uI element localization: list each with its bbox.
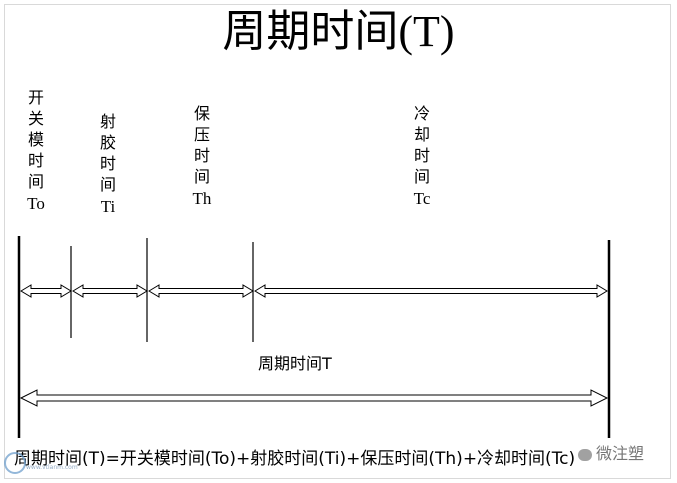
phase-label-open-close: 开关模时间 To (22, 88, 50, 214)
phase-code: Ti (100, 197, 116, 216)
watermark-site-url: www.vtlanm.com (26, 464, 78, 471)
arrow-injection (72, 284, 148, 298)
cycle-time-label: 周期时间T (258, 354, 332, 373)
wechat-icon (578, 448, 592, 461)
phase-code: Tc (413, 189, 431, 208)
phase-label-injection: 射胶时间 Ti (94, 112, 122, 217)
phase-name: 保压时间 (194, 106, 211, 186)
phase-name: 射胶时间 (100, 114, 117, 194)
phase-code: To (27, 194, 45, 213)
arrow-total-cycle (19, 389, 609, 407)
arrow-holding (148, 284, 254, 298)
diagram-title: 周期时间(T) (222, 7, 455, 56)
watermark-brand: 微注塑 (578, 440, 644, 464)
image-frame (4, 4, 671, 479)
arrow-open-close (20, 284, 72, 298)
phase-label-holding: 保压时间 Th (188, 104, 216, 209)
phase-name: 开关模时间 (28, 90, 45, 191)
arrow-cooling (254, 284, 608, 298)
watermark-brand-text: 微注塑 (596, 444, 645, 463)
phase-name: 冷却时间 (414, 106, 431, 186)
watermark-logo-icon (4, 452, 26, 474)
phase-label-cooling: 冷却时间 Tc (408, 104, 436, 209)
phase-code: Th (192, 189, 212, 208)
cycle-time-formula: 周期时间(T)=开关模时间(To)+射胶时间(Ti)+保压时间(Th)+冷却时间… (14, 449, 576, 469)
